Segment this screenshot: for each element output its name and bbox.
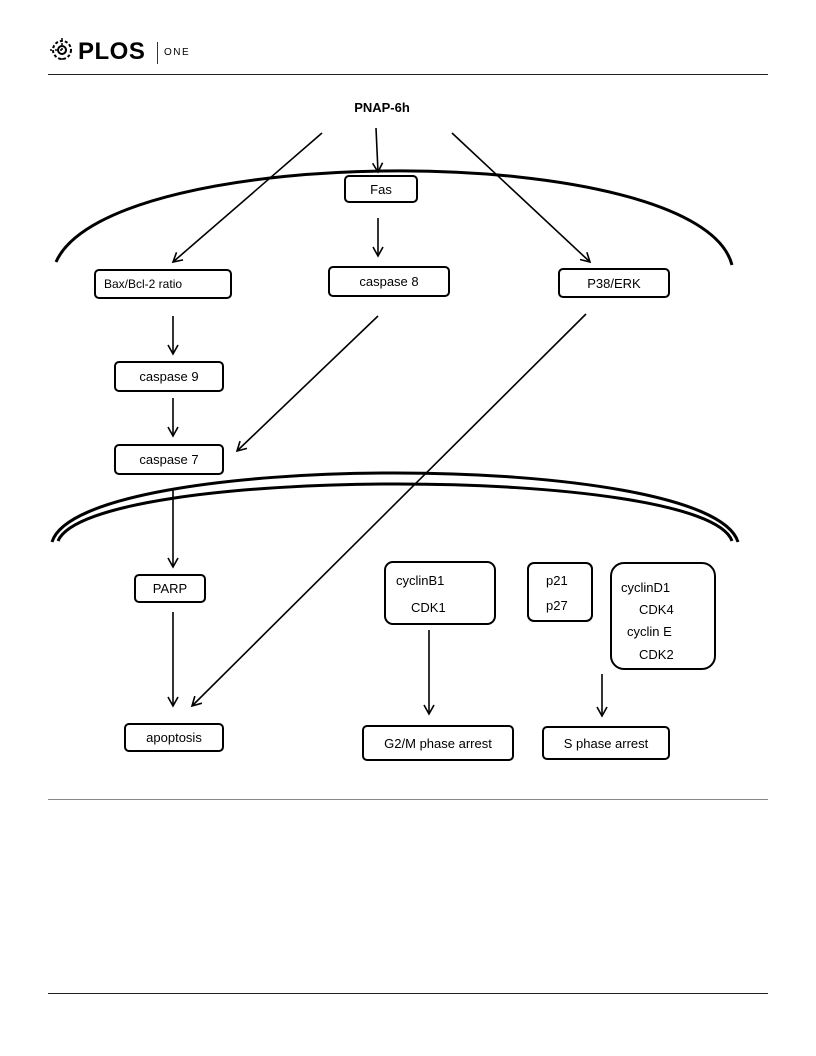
- p21-p27-box: [527, 562, 593, 622]
- fas-label: Fas: [370, 181, 392, 197]
- s-arrest-box: S phase arrest: [542, 726, 670, 760]
- cyclin-e-label: cyclin E: [627, 624, 672, 639]
- nuclear-membrane-inner: [56, 482, 734, 542]
- cyclind1-label: cyclinD1: [621, 580, 671, 595]
- arrow-caspase8-to-caspase7: [235, 315, 379, 453]
- apoptosis-label: apoptosis: [146, 730, 202, 745]
- caspase7-label: caspase 7: [139, 452, 199, 467]
- p27-label: p27: [546, 598, 568, 613]
- caspase7-box: caspase 7: [114, 444, 224, 475]
- bax-bcl2-box: Bax/Bcl-2 ratio: [94, 269, 232, 299]
- header-rule: [48, 74, 768, 75]
- caspase9-box: caspase 9: [114, 361, 224, 392]
- cdk4-label: CDK4: [639, 602, 674, 617]
- g2m-arrest-label: G2/M phase arrest: [384, 735, 492, 751]
- plos-logo-icon: [50, 38, 74, 62]
- logo-divider: [157, 42, 158, 64]
- cdk1-label: CDK1: [411, 600, 446, 615]
- apoptosis-box: apoptosis: [124, 723, 224, 752]
- g2m-arrest-box: G2/M phase arrest: [362, 725, 514, 761]
- journal-name: ONE: [164, 47, 191, 58]
- cdk2-label: CDK2: [639, 647, 674, 662]
- p21-label: p21: [546, 573, 568, 588]
- nuclear-membrane-outer: [50, 471, 740, 543]
- plos-logo-text: PLOS: [78, 38, 146, 65]
- cyclinb1-cdk1-box: [384, 561, 496, 625]
- fas-box: Fas: [344, 175, 418, 203]
- parp-label: PARP: [152, 581, 188, 596]
- p38-erk-label: P38/ERK: [587, 275, 641, 291]
- arrow-p38-to-apoptosis: [190, 313, 587, 708]
- caspase8-label: caspase 8: [359, 274, 419, 289]
- figure-bottom-rule: [48, 799, 768, 800]
- cyclinb1-label: cyclinB1: [396, 573, 445, 588]
- cell-membrane: [54, 169, 734, 266]
- treatment-label: PNAP-6h: [354, 100, 410, 115]
- p38-erk-box: P38/ERK: [558, 268, 670, 298]
- arrow-pnap-to-p38: [451, 132, 592, 264]
- cyclind1-cdk2-box: [610, 562, 716, 670]
- bax-bcl2-label: Bax/Bcl-2 ratio: [104, 277, 183, 291]
- caspase9-label: caspase 9: [139, 369, 199, 384]
- caspase8-box: caspase 8: [328, 266, 450, 297]
- arrow-pnap-to-fas: [371, 127, 384, 174]
- parp-box: PARP: [134, 574, 206, 603]
- footer-rule: [48, 993, 768, 994]
- s-arrest-label: S phase arrest: [563, 735, 649, 751]
- arrow-pnap-to-bax: [171, 132, 323, 264]
- journal-header: PLOS ONE: [48, 36, 768, 68]
